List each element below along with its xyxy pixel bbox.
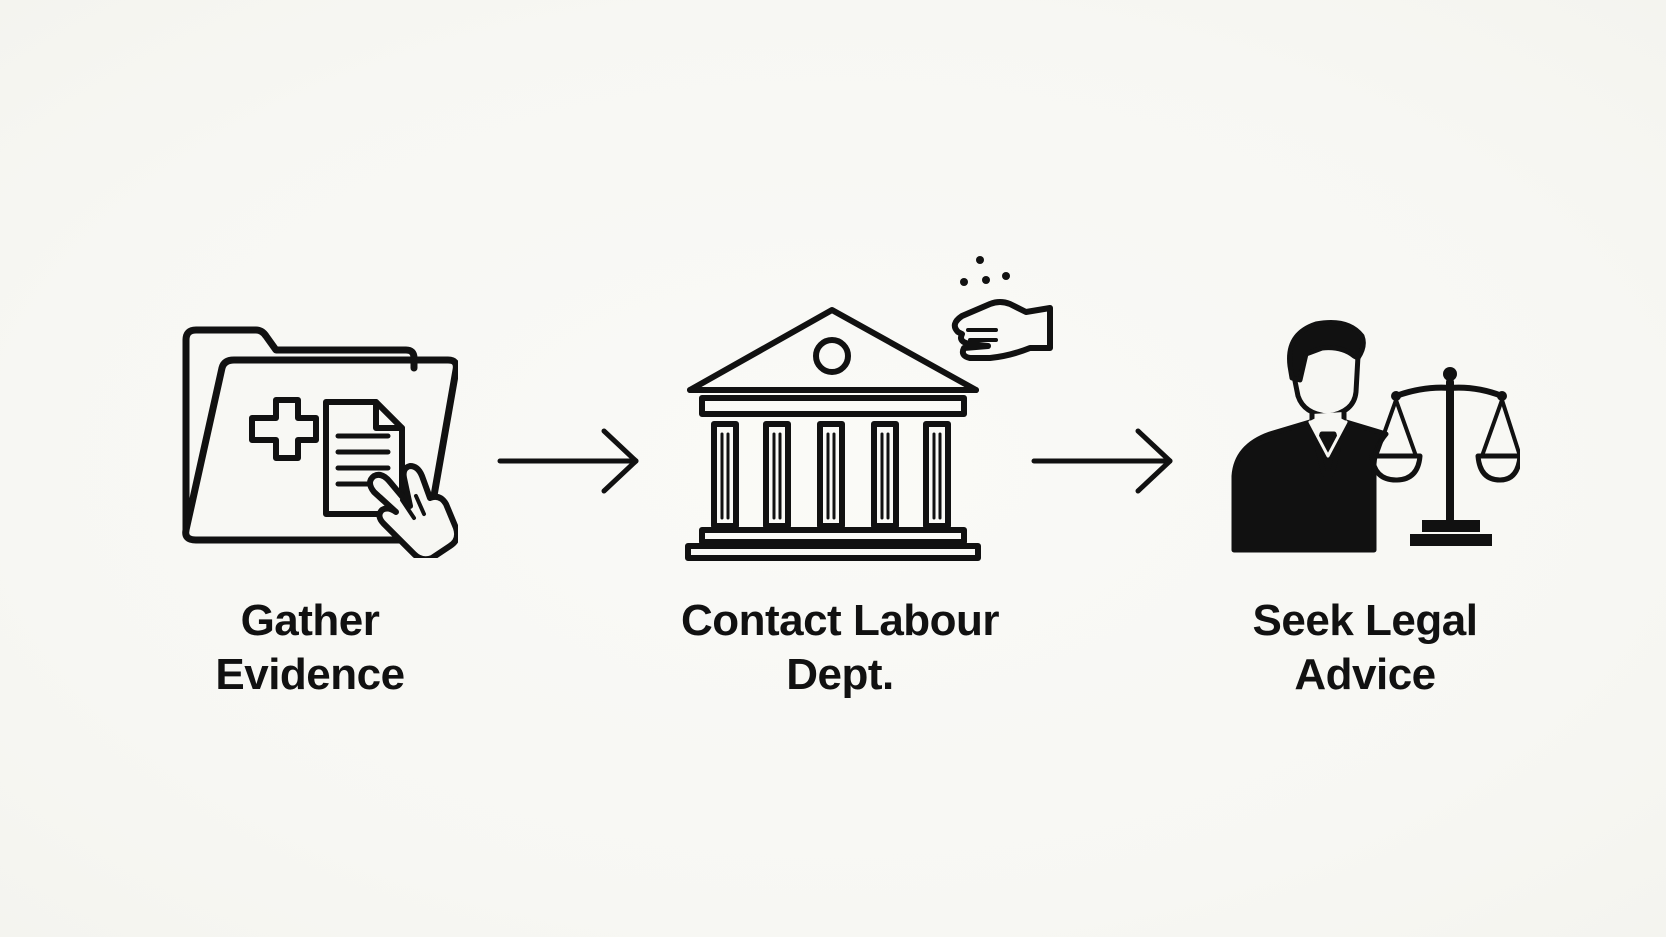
arrow-right-icon [496,428,642,494]
government-building-icon [680,252,1080,562]
step-label-line1: Contact Labour [680,596,1000,645]
step-label-seek-legal-advice: Seek Legal Advice [1180,594,1550,702]
folder-documents-icon [178,318,458,558]
step-label-line2: Evidence [215,650,405,699]
step-label-contact-labour-dept: Contact Labour Dept. [630,594,1050,702]
step-label-line2: Dept. [786,650,894,699]
step-label-line2: Advice [1294,650,1436,699]
step-label-gather-evidence: Gather Evidence [160,594,460,702]
step-label-line1: Seek Legal [1252,596,1478,645]
arrow-right-icon [1030,428,1176,494]
lawyer-scales-icon [1230,316,1520,556]
step-label-line1: Gather [240,596,380,645]
